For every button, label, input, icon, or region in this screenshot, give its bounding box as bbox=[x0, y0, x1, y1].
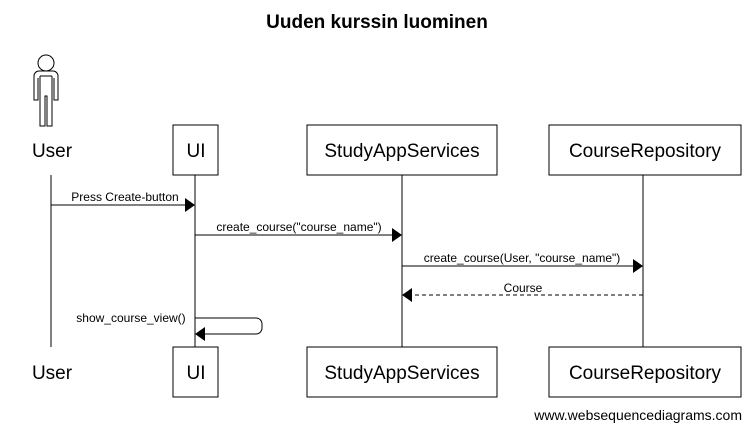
message-course-return-label: Course bbox=[504, 281, 543, 295]
message-create-course-label: create_course("course_name") bbox=[216, 220, 381, 234]
participant-services-top: StudyAppServices bbox=[324, 141, 479, 162]
participant-ui-bottom-box bbox=[172, 346, 219, 398]
arrowhead-icon bbox=[195, 327, 205, 341]
arrowhead-icon bbox=[402, 288, 412, 302]
participant-ui-top: UI bbox=[187, 141, 206, 162]
participant-repo-top: CourseRepository bbox=[569, 141, 722, 162]
participant-repo-bottom: CourseRepository bbox=[569, 363, 722, 384]
participant-services-top-box bbox=[306, 124, 498, 176]
participant-repo-top-box bbox=[548, 124, 742, 176]
message-repo-create-course-label: create_course(User, "course_name") bbox=[424, 251, 621, 265]
participant-ui-top-box bbox=[172, 124, 219, 176]
arrowhead-icon bbox=[185, 198, 195, 212]
actor-user-icon bbox=[33, 54, 59, 127]
message-press-create-label: Press Create-button bbox=[71, 190, 178, 204]
participant-services-bottom: StudyAppServices bbox=[324, 363, 479, 384]
message-show-course-view-label: show_course_view() bbox=[76, 311, 185, 325]
arrowhead-icon bbox=[633, 259, 643, 273]
participant-services-bottom-box bbox=[306, 346, 498, 398]
participant-user-top: User bbox=[32, 141, 73, 162]
participant-repo-bottom-box bbox=[548, 346, 742, 398]
watermark-link[interactable]: www.websequencediagrams.com bbox=[533, 407, 742, 423]
message-show-course-view-arrow bbox=[195, 317, 263, 335]
arrowhead-icon bbox=[392, 228, 402, 242]
participant-ui-bottom: UI bbox=[187, 363, 206, 384]
diagram-title: Uuden kurssin luominen bbox=[266, 12, 488, 33]
participant-user-bottom: User bbox=[32, 363, 73, 384]
